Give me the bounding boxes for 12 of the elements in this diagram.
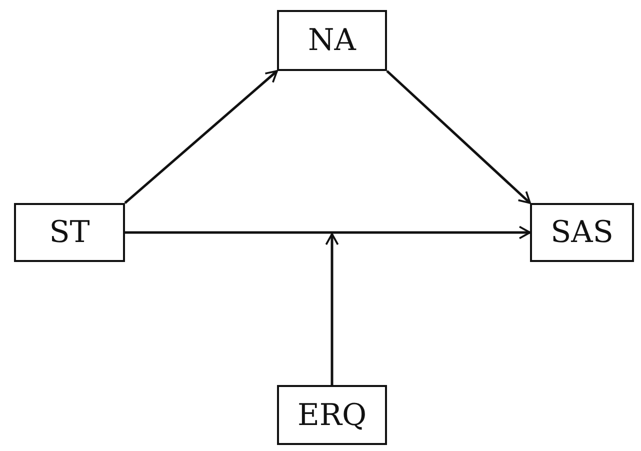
node-label: ERQ xyxy=(297,398,367,432)
arrow xyxy=(386,70,531,204)
node-label: SAS xyxy=(550,215,614,250)
variable-box xyxy=(277,10,387,71)
variable-box xyxy=(277,385,387,445)
arrow xyxy=(125,226,531,240)
node-label: ST xyxy=(49,215,90,250)
variable-box xyxy=(530,203,634,262)
arrow xyxy=(124,70,278,204)
arrow xyxy=(325,233,339,385)
variable-box xyxy=(14,203,125,262)
node-label: NA xyxy=(308,23,356,58)
